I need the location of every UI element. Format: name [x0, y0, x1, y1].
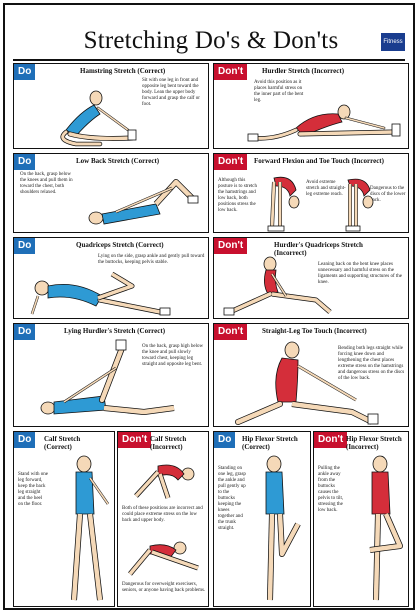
panel-title: Lying Hurdler's Stretch (Correct): [64, 327, 166, 335]
panel-lying-hurdler-stretch: Do Lying Hurdler's Stretch (Correct) On …: [13, 323, 209, 427]
dont-badge: Don't: [118, 432, 152, 448]
hamstring-stretch-figure: [60, 90, 137, 147]
panel-hurdler-stretch: Don't Hurdler Stretch (Incorrect) Avoid …: [213, 63, 409, 149]
hip-flexor-correct-figure: [265, 455, 301, 601]
panel-title: Hip Flexor Stretch (Incorrect): [346, 435, 402, 451]
panel-description: Bending both legs straight while forcing…: [338, 346, 405, 381]
forward-flexion-figure-2: [345, 178, 374, 232]
panel-title: Low Back Stretch (Correct): [76, 157, 160, 165]
panel-description: Stand with one leg forward, keep the bac…: [18, 472, 48, 507]
panel-description: Sit with one leg in front and opposite l…: [142, 78, 200, 107]
calf-stretch-incorrect-figure-1: [134, 464, 195, 499]
panel-description: Dangerous for overweight exercisers, sen…: [122, 582, 206, 593]
hurdler-quadriceps-figure: [223, 256, 332, 316]
panel-title: Calf Stretch (Correct): [44, 435, 81, 451]
panel-title: Forward Flexion and Toe Touch (Incorrect…: [254, 157, 384, 165]
quadriceps-stretch-figure: [30, 271, 171, 316]
do-badge: Do: [14, 154, 36, 170]
panel-forward-flexion: Don't Forward Flexion and Toe Touch (Inc…: [213, 153, 409, 233]
panel-description: On the back, grasp below the knees and p…: [20, 172, 73, 195]
panel-description: On the back, grasp high below the knee a…: [142, 344, 204, 367]
panel-hip-flexor-stretch-incorrect: Don't Hip Flexor Stretch (Incorrect) Pul…: [313, 431, 409, 607]
panel-description: Standing on one leg, grasp the ankle and…: [218, 466, 246, 531]
brand-logo: Fitness: [381, 33, 405, 51]
dont-badge: Don't: [214, 238, 248, 254]
panel-title: Hurdler's Quadriceps Stretch (Incorrect): [274, 241, 363, 257]
panel-description: Dangerous to the discs of the lower back…: [370, 186, 406, 203]
straight-leg-toe-touch-figure: [235, 341, 379, 425]
hurdler-stretch-figure: [247, 104, 401, 142]
do-badge: Do: [14, 64, 36, 80]
do-badge: Do: [14, 432, 36, 448]
panel-description: Pulling the ankle away from the buttocks…: [318, 466, 344, 513]
panel-description: Lying on the side, grasp ankle and gentl…: [98, 254, 205, 265]
poster: Stretching Do's & Don'ts Fitness Do Hams…: [3, 3, 415, 610]
panel-description: Both of these positions are incorrect an…: [122, 506, 203, 523]
panel-description: Leaning back on the bent knee places unn…: [318, 262, 403, 285]
panel-title: Quadriceps Stretch (Correct): [76, 241, 164, 249]
panel-description: Avoid extreme stretch and straight-leg e…: [306, 180, 346, 197]
panel-description: Avoid this position as it places harmful…: [254, 80, 304, 103]
panel-hamstring-stretch: Do Hamstring Stretch (Correct) Sit with …: [13, 63, 209, 149]
panel-calf-stretch-incorrect: Don't Calf Stretch (Incorrect) Both of t…: [117, 431, 209, 607]
title-rule: [13, 59, 405, 61]
hip-flexor-incorrect-figure: [369, 455, 403, 601]
panel-quadriceps-stretch: Do Quadriceps Stretch (Correct) Lying on…: [13, 237, 209, 319]
panel-straight-leg-toe-touch: Don't Straight-Leg Toe Touch (Incorrect)…: [213, 323, 409, 427]
low-back-stretch-figure: [88, 179, 199, 225]
panel-title: Hamstring Stretch (Correct): [80, 67, 166, 75]
panel-low-back-stretch: Do Low Back Stretch (Correct) On the bac…: [13, 153, 209, 233]
dont-badge: Don't: [214, 324, 248, 340]
panel-hurdler-quadriceps-stretch: Don't Hurdler's Quadriceps Stretch (Inco…: [213, 237, 409, 319]
panel-hip-flexor-stretch-correct: Do Hip Flexor Stretch (Correct) Standing…: [213, 431, 311, 607]
panel-description: Although this posture is to stretch the …: [218, 178, 258, 213]
panel-title: Hip Flexor Stretch (Correct): [242, 435, 298, 451]
lying-hurdler-figure: [40, 339, 175, 415]
dont-badge: Don't: [314, 432, 348, 448]
panel-calf-stretch-correct: Do Calf Stretch (Correct) Stand with one…: [13, 431, 115, 607]
do-badge: Do: [214, 432, 236, 448]
do-badge: Do: [14, 238, 36, 254]
dont-badge: Don't: [214, 154, 248, 170]
panel-title: Calf Stretch (Incorrect): [150, 435, 187, 451]
poster-title: Stretching Do's & Don'ts: [83, 27, 339, 54]
panel-title: Hurdler Stretch (Incorrect): [262, 67, 345, 75]
calf-stretch-correct-figure: [71, 455, 110, 601]
calf-stretch-incorrect-figure-2: [128, 541, 199, 576]
do-badge: Do: [14, 324, 36, 340]
dont-badge: Don't: [214, 64, 248, 80]
panel-title: Straight-Leg Toe Touch (Incorrect): [262, 327, 367, 335]
forward-flexion-figure-1: [267, 176, 300, 232]
